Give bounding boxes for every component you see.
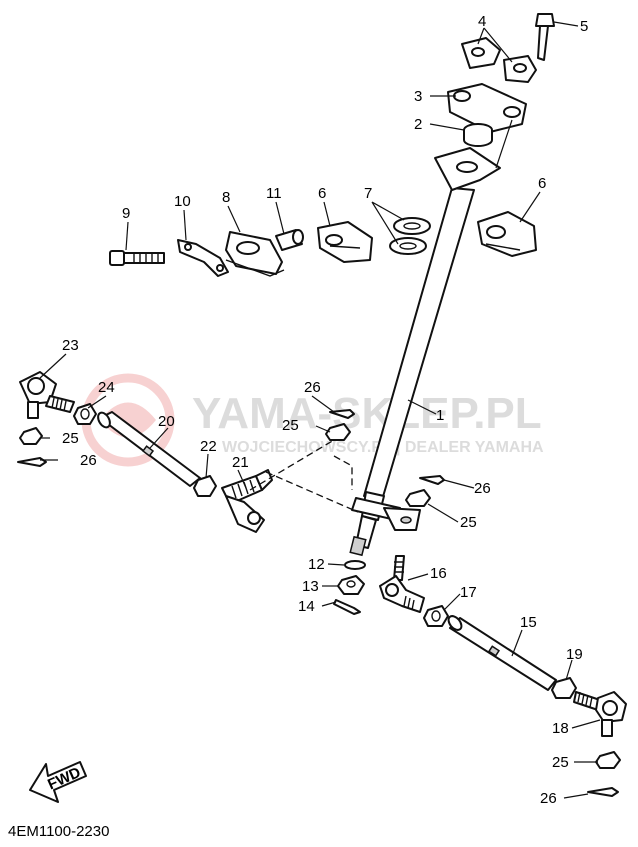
tie-rod-end-16 (379, 555, 425, 613)
nut-13 (337, 575, 365, 595)
fwd-label: FWD (45, 764, 83, 793)
tie-rod-end-21 (221, 469, 273, 533)
callout-25-arm: 25 (460, 514, 477, 531)
cotter-pin-26-right (587, 787, 619, 797)
nut-25-left (19, 427, 43, 445)
callout-16: 16 (430, 565, 447, 582)
nut-25-right (595, 751, 621, 769)
callout-2: 2 (414, 116, 422, 133)
column-holder-upper (461, 37, 537, 83)
plate-10 (177, 239, 229, 277)
callout-14: 14 (298, 598, 315, 615)
callout-9: 9 (122, 205, 130, 222)
assembly-line-left (265, 471, 359, 513)
callout-19: 19 (566, 646, 583, 663)
callout-25-right: 25 (552, 754, 569, 771)
bushing (463, 123, 493, 147)
callout-7: 7 (364, 185, 372, 202)
callout-15: 15 (520, 614, 537, 631)
cotter-pin-26-left (17, 457, 47, 467)
watermark-brand: YAMA-SKLEP.PL (192, 389, 542, 438)
collar-11 (275, 229, 304, 251)
cotter-pin-26-upper (329, 409, 355, 419)
callout-11: 11 (266, 185, 282, 202)
callout-25-left: 25 (62, 430, 79, 447)
callout-23: 23 (62, 337, 79, 354)
nut-24 (73, 403, 97, 425)
bolt-top (535, 13, 555, 61)
callout-26-arm: 26 (474, 480, 491, 497)
bushing-6-right (477, 211, 537, 257)
callout-18: 18 (552, 720, 569, 737)
diagram-code: 4EM1100-2230 (8, 823, 109, 840)
tie-rod-end-18 (573, 691, 627, 737)
callout-26-left: 26 (80, 452, 97, 469)
nut-25-arm (405, 489, 431, 507)
callout-6-left: 6 (318, 185, 326, 202)
callout-21: 21 (232, 454, 249, 471)
steering-shaft (349, 147, 501, 557)
fwd-arrow-icon: FWD (29, 761, 87, 803)
callout-13: 13 (302, 578, 319, 595)
callout-6-right: 6 (538, 175, 546, 192)
holder-8 (225, 231, 285, 277)
bushing-6-left (317, 221, 373, 263)
callout-4: 4 (478, 13, 486, 30)
nut-19 (551, 677, 577, 699)
callout-12: 12 (308, 556, 325, 573)
cotter-pin-14 (333, 599, 361, 615)
callout-10: 10 (174, 193, 191, 210)
tie-rod-end-23 (19, 371, 75, 419)
callout-5: 5 (580, 18, 588, 35)
assembly-line-upper (249, 439, 335, 491)
bolt-9 (109, 250, 165, 266)
washer-12 (344, 560, 366, 570)
callout-22: 22 (200, 438, 217, 455)
nut-17 (423, 605, 449, 627)
callout-20: 20 (158, 413, 175, 430)
nut-25-upper (325, 423, 351, 441)
callout-25-upper: 25 (282, 417, 299, 434)
column-holder-lower (447, 83, 527, 133)
tie-rod-15 (447, 615, 557, 691)
callout-labels: 4 5 3 2 9 10 8 11 6 7 6 1 23 24 25 26 20… (62, 13, 588, 807)
callout-26-right: 26 (540, 790, 557, 807)
callout-8: 8 (222, 189, 230, 206)
nut-22 (193, 475, 217, 497)
cotter-pin-26-arm (419, 475, 445, 485)
callout-26-upper: 26 (304, 379, 321, 396)
washers-7 (389, 217, 431, 255)
assembly-line-nut (333, 455, 353, 490)
tie-rod-20 (97, 411, 201, 487)
callout-24: 24 (98, 379, 115, 396)
callout-1: 1 (436, 407, 444, 424)
callout-17: 17 (460, 584, 477, 601)
leader-lines (39, 21, 601, 799)
callout-3: 3 (414, 88, 422, 105)
